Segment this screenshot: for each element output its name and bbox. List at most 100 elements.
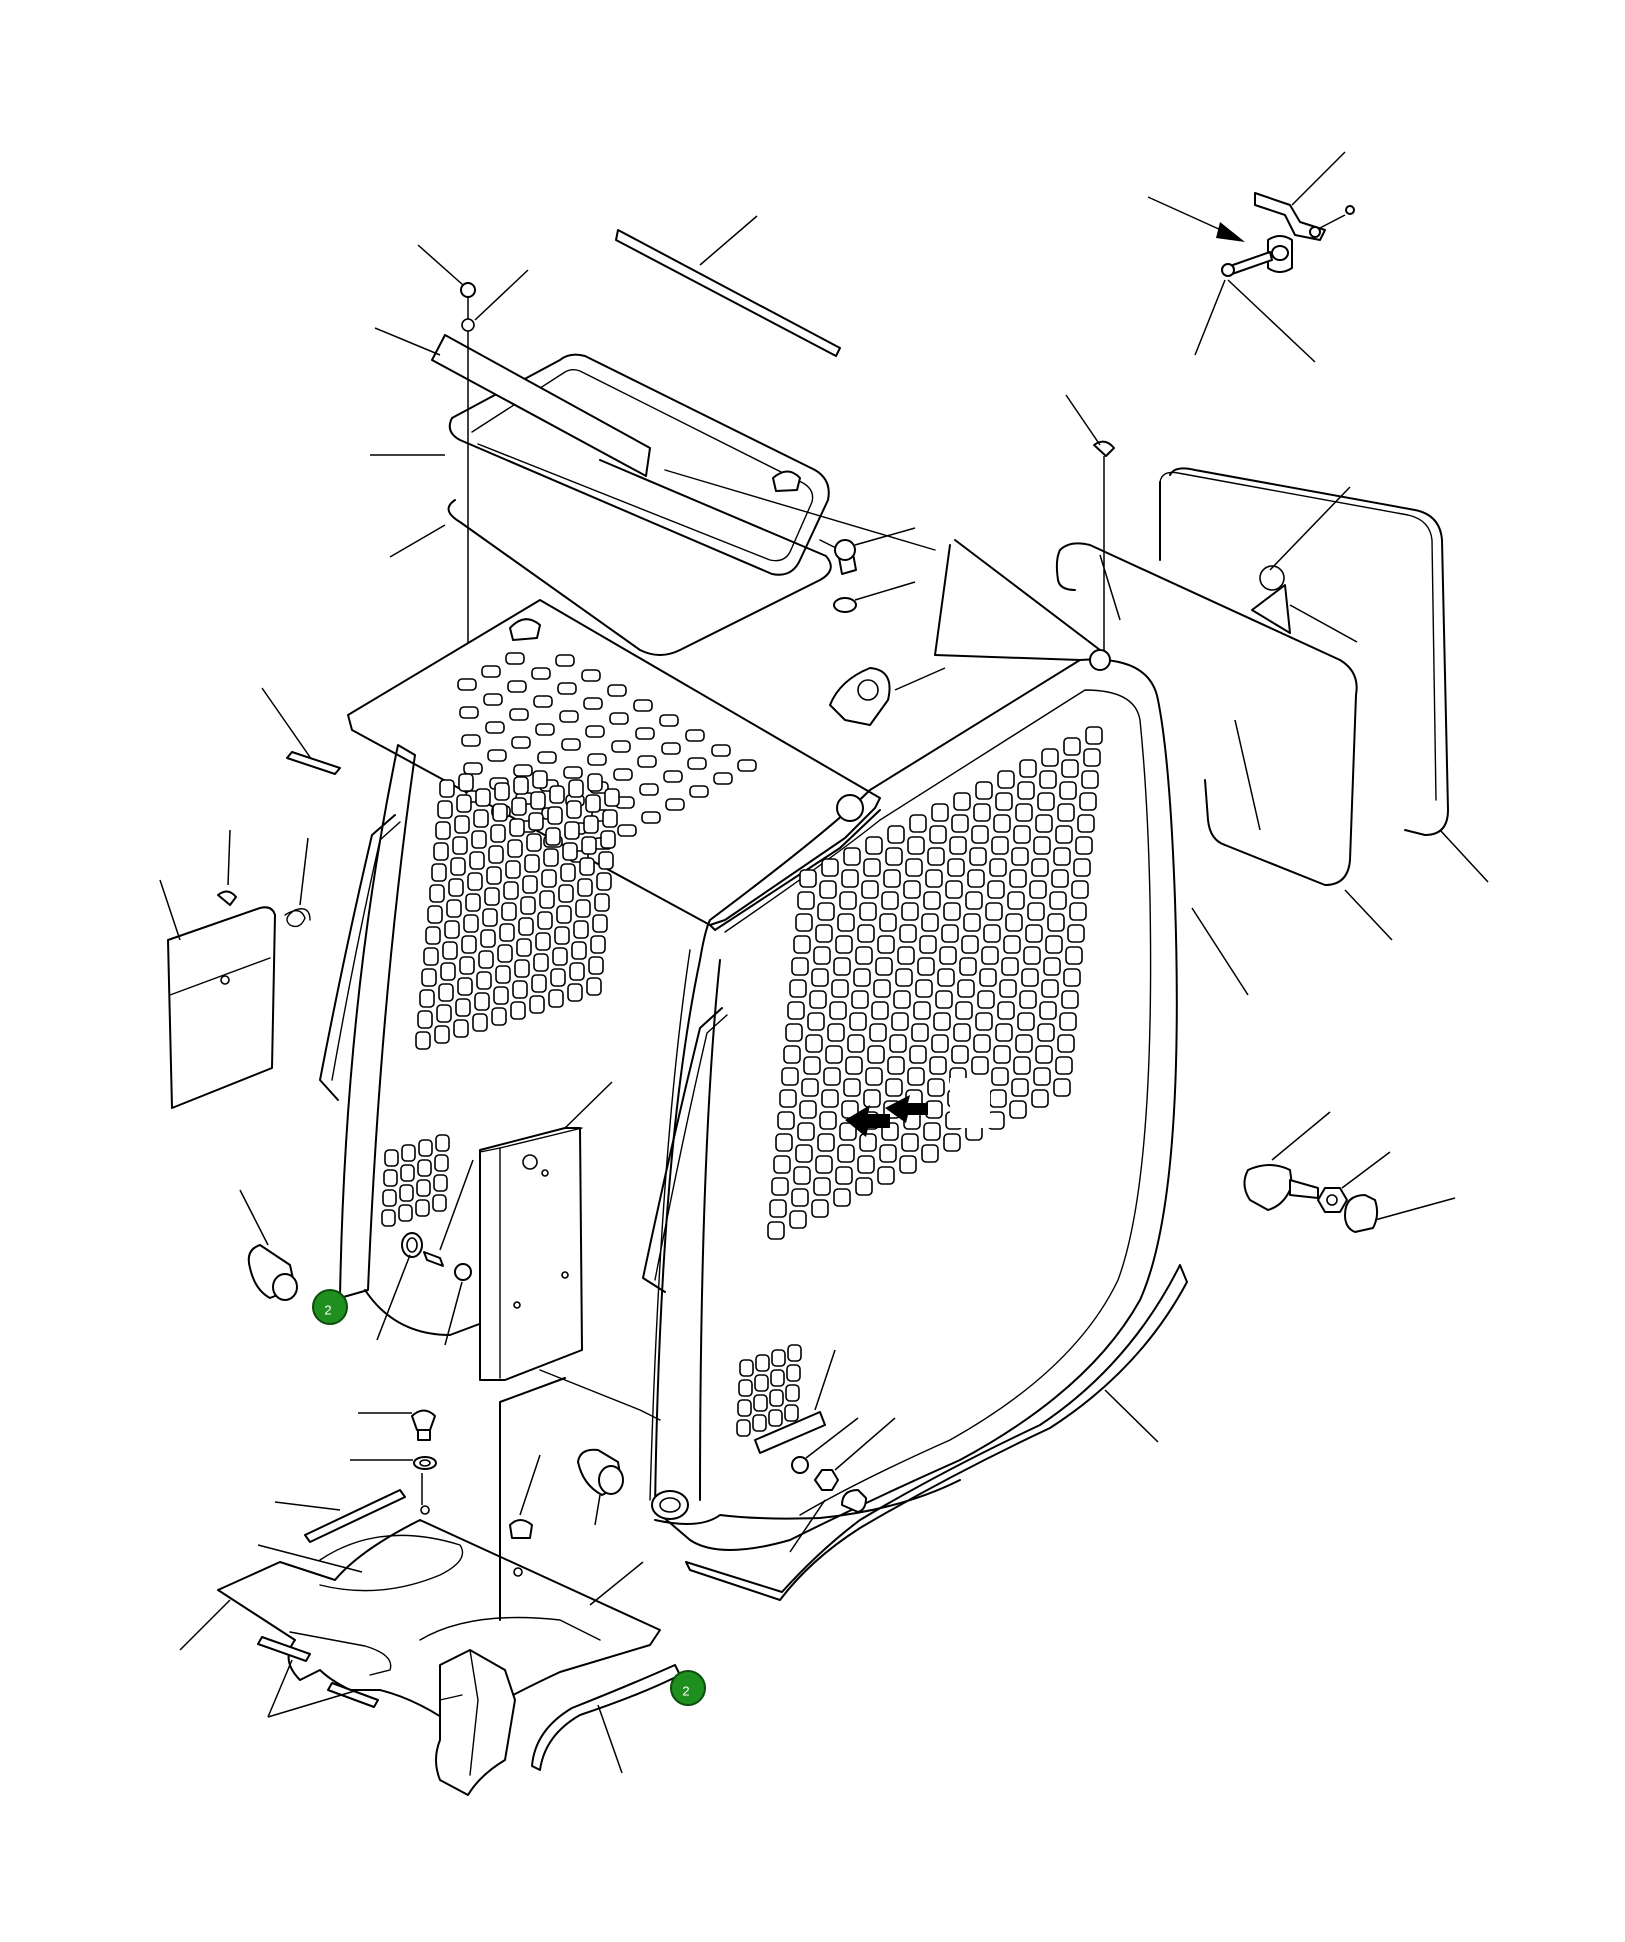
mesh-hole bbox=[889, 1034, 907, 1053]
mesh-hole bbox=[550, 968, 566, 987]
mesh-hole bbox=[472, 1013, 488, 1032]
mesh-hole bbox=[588, 956, 604, 975]
mesh-hole bbox=[953, 792, 971, 811]
mesh-hole bbox=[771, 1177, 789, 1196]
mesh-hole bbox=[415, 1031, 431, 1050]
mesh-hole bbox=[432, 1194, 447, 1212]
mesh-hole bbox=[785, 1023, 803, 1042]
floor-strips-pair bbox=[257, 1636, 379, 1718]
mesh-hole bbox=[861, 880, 879, 899]
mesh-hole bbox=[513, 764, 533, 777]
mesh-hole bbox=[821, 858, 839, 877]
floor-bolt bbox=[358, 1409, 436, 1441]
mesh-hole bbox=[829, 1001, 847, 1020]
mesh-hole bbox=[891, 1012, 909, 1031]
left-washer-bolt bbox=[376, 1159, 474, 1346]
mesh-hole bbox=[1065, 946, 1083, 965]
front-mesh bbox=[767, 726, 1103, 1240]
mesh-hole bbox=[522, 875, 538, 894]
floor-plate bbox=[179, 1377, 661, 1731]
mesh-hole bbox=[401, 1144, 416, 1162]
mesh-hole bbox=[434, 1025, 450, 1044]
mesh-hole bbox=[516, 938, 532, 957]
mesh-hole bbox=[511, 797, 527, 816]
mesh-hole bbox=[849, 1012, 867, 1031]
mesh-hole bbox=[837, 913, 855, 932]
mesh-hole bbox=[825, 1045, 843, 1064]
mesh-hole bbox=[959, 957, 977, 976]
mesh-hole bbox=[803, 1056, 821, 1075]
mesh-hole bbox=[847, 1034, 865, 1053]
mesh-hole bbox=[949, 836, 967, 855]
top-bolt-and-washer bbox=[833, 527, 916, 613]
mesh-hole bbox=[617, 824, 637, 837]
mesh-hole bbox=[793, 1166, 811, 1185]
mesh-hole bbox=[845, 1056, 863, 1075]
mesh-hole bbox=[945, 880, 963, 899]
mesh-hole bbox=[483, 693, 503, 706]
mesh-hole bbox=[507, 680, 527, 693]
mesh-hole bbox=[497, 944, 513, 963]
mesh-hole bbox=[485, 721, 505, 734]
mesh-hole bbox=[569, 962, 585, 981]
direction-arrow-icon bbox=[1147, 196, 1245, 242]
mesh-hole bbox=[1081, 770, 1099, 789]
mesh-hole bbox=[439, 779, 455, 798]
mesh-hole bbox=[865, 1067, 883, 1086]
mesh-hole bbox=[985, 902, 1003, 921]
roof-plate-strip bbox=[286, 751, 341, 775]
mesh-hole bbox=[1073, 858, 1091, 877]
mesh-hole bbox=[520, 896, 536, 915]
mesh-hole bbox=[853, 968, 871, 987]
mesh-hole bbox=[877, 935, 895, 954]
lifting-eye-bracket bbox=[829, 667, 946, 726]
mesh-hole bbox=[509, 818, 525, 837]
roof-boss bbox=[836, 794, 864, 822]
mesh-hole bbox=[937, 968, 955, 987]
mesh-hole bbox=[1069, 902, 1087, 921]
mesh-hole bbox=[979, 968, 997, 987]
mesh-hole bbox=[455, 998, 471, 1017]
mesh-hole bbox=[452, 836, 468, 855]
mesh-hole bbox=[467, 872, 483, 891]
mesh-hole bbox=[1077, 814, 1095, 833]
mesh-hole bbox=[841, 869, 859, 888]
mesh-hole bbox=[533, 695, 553, 708]
mesh-hole bbox=[1031, 858, 1049, 877]
mesh-hole bbox=[1055, 1056, 1073, 1075]
mesh-hole bbox=[661, 742, 681, 755]
mesh-hole bbox=[833, 957, 851, 976]
mesh-hole bbox=[903, 880, 921, 899]
mesh-hole bbox=[999, 979, 1017, 998]
mesh-hole bbox=[755, 1354, 770, 1372]
rear-rubber-mount bbox=[239, 1189, 298, 1301]
mesh-hole bbox=[789, 979, 807, 998]
mesh-hole bbox=[1015, 803, 1033, 822]
mesh-hole bbox=[514, 959, 530, 978]
left-side-mesh bbox=[415, 770, 620, 1050]
mesh-hole bbox=[465, 893, 481, 912]
mesh-hole bbox=[991, 1067, 1009, 1086]
mesh-hole bbox=[437, 800, 453, 819]
mesh-hole bbox=[513, 776, 529, 795]
mesh-hole bbox=[929, 825, 947, 844]
mesh-hole bbox=[1015, 1034, 1033, 1053]
front-rubber-mount bbox=[577, 1448, 624, 1526]
mesh-hole bbox=[927, 1078, 945, 1097]
mesh-hole bbox=[919, 935, 937, 954]
mesh-hole bbox=[435, 1134, 450, 1152]
mesh-hole bbox=[535, 932, 551, 951]
mesh-hole bbox=[613, 768, 633, 781]
left-panel-spring bbox=[284, 837, 311, 928]
mesh-hole bbox=[957, 979, 975, 998]
mesh-hole bbox=[877, 1166, 895, 1185]
mesh-hole bbox=[453, 1019, 469, 1038]
mesh-hole bbox=[494, 782, 510, 801]
side-window-seal bbox=[1159, 467, 1489, 883]
mesh-hole bbox=[943, 902, 961, 921]
front-grab-handle bbox=[642, 1007, 728, 1293]
mesh-hole bbox=[823, 1067, 841, 1086]
mesh-hole bbox=[592, 914, 608, 933]
roof-hatch-frame bbox=[448, 353, 830, 576]
